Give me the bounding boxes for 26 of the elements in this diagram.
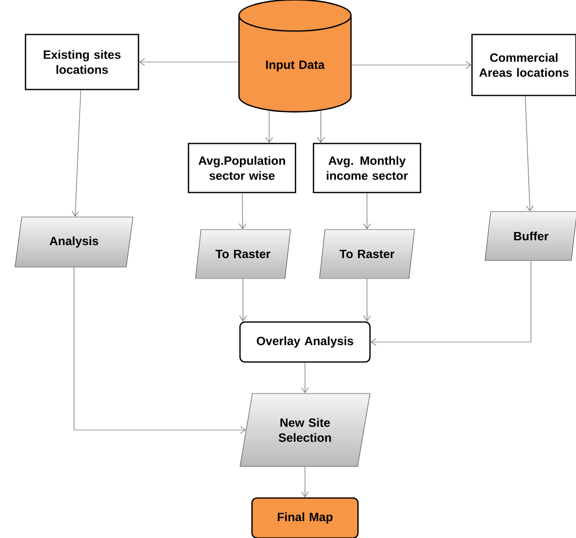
parallelogram: Buffer xyxy=(484,211,576,261)
arrow xyxy=(239,278,247,322)
arrow xyxy=(524,96,534,212)
arrow xyxy=(370,260,532,346)
arrow xyxy=(238,192,246,230)
parallelogram: Analysis xyxy=(14,216,134,268)
arrow xyxy=(363,192,371,230)
arrow xyxy=(301,362,309,394)
process-box: Avg.Population sector wise xyxy=(188,142,296,194)
arrow xyxy=(301,466,309,498)
arrow xyxy=(72,90,82,217)
terminal-box: Final Map xyxy=(251,497,359,538)
arrow xyxy=(363,278,371,322)
arrow xyxy=(265,110,273,143)
process-box: Commercial Areas locations xyxy=(471,34,576,96)
arrow xyxy=(351,61,472,69)
arrow xyxy=(317,110,325,143)
parallelogram: To Raster xyxy=(195,229,291,279)
database-cylinder: Input Data xyxy=(238,0,352,112)
arrow xyxy=(139,58,239,66)
parallelogram: To Raster xyxy=(319,229,415,279)
parallelogram: New Site Selection xyxy=(240,393,370,467)
process-box: Overlay Analysis xyxy=(239,321,371,363)
process-box: Existing sites locations xyxy=(24,34,140,90)
process-box: Avg. Monthly income sector xyxy=(312,142,422,194)
arrow xyxy=(74,267,246,434)
